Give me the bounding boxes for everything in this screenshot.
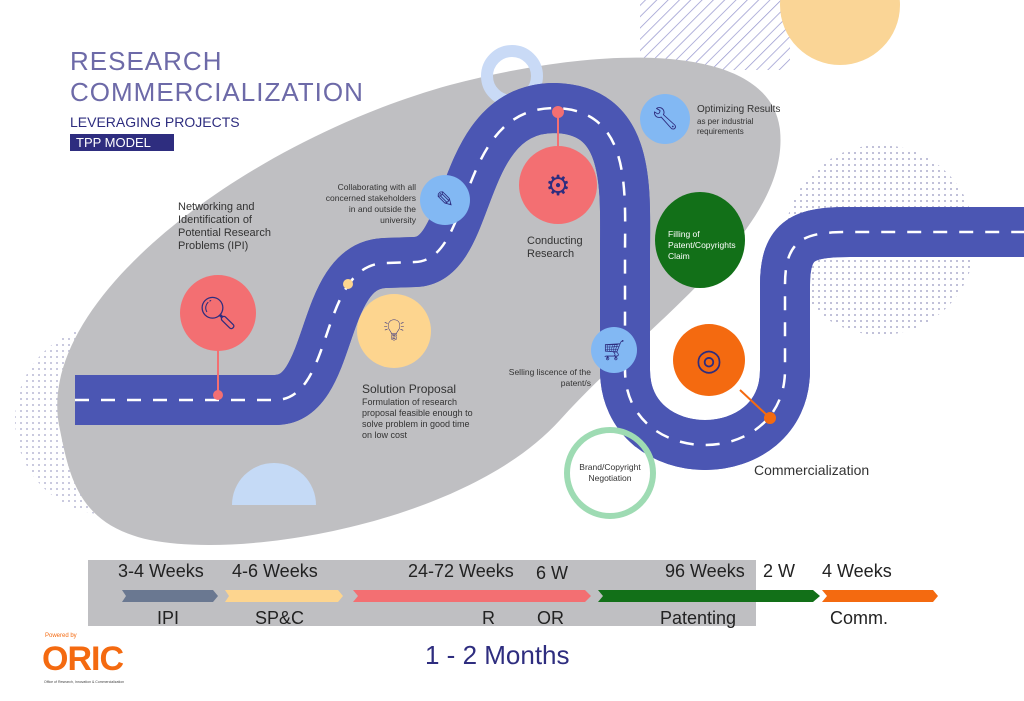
arrow-spc [225,590,343,602]
optimizing-desc: as per industrial requirements [697,117,754,136]
phase-ipi: IPI [157,608,180,628]
search-step-circle: 🔍︎ [180,275,256,351]
patent-label: Filling of Patent/Copyrights Claim [668,229,736,261]
phase-or: OR [537,608,564,628]
optimize-step-circle: 🔧︎ [640,94,690,144]
solution-title: Solution Proposal [362,382,457,396]
oric-subtitle: Office of Research, Innovation & Commerc… [44,680,125,684]
solution-desc: Formulation of research proposal feasibl… [362,397,473,440]
arrow-research [353,590,591,602]
idea-step-circle: 💡︎ [357,294,431,368]
duration-patenting: 96 Weeks [665,561,745,581]
ipi-label: Networking and Identification of Potenti… [178,201,271,252]
research-label: Conducting Research [527,235,583,260]
lightbulb-icon: 💡︎ [383,314,405,347]
road-dashes [75,106,1024,447]
phase-r: R [482,608,495,628]
brand-label: Brand/Copyright Negotiation [579,462,641,483]
duration-comm: 4 Weeks [822,561,892,581]
patent-step-circle [655,192,745,288]
duration-or: 6 W [536,563,569,583]
phase-spc: SP&C [255,608,305,628]
collab-step-circle: ✎ [420,175,470,225]
tpp-badge: TPP MODEL [70,134,174,151]
title-line-2: COMMERCIALIZATION [70,77,364,107]
collab-label: Collaborating with all concerned stakeho… [325,182,416,225]
oric-logo: ORIC [42,640,124,678]
optimizing-title: Optimizing Results [697,104,781,115]
commercialization-label: Commercialization [754,462,870,478]
phase-patenting: Patenting [660,608,737,628]
title-line-1: RESEARCH [70,46,223,76]
arrow-patenting [598,590,820,602]
half-circle-decoration [232,463,316,505]
total-duration: 1 - 2 Months [425,640,570,670]
duration-2w: 2 W [763,561,796,581]
cart-icon: 🛒︎ [601,339,627,362]
wrench-icon: 🔧︎ [651,106,679,131]
arrow-comm [822,590,938,602]
magnifier-icon: 🔍︎ [197,295,239,331]
arrow-ipi [122,590,218,602]
research-step-circle: ⚙ [519,146,597,224]
yellow-sun-decoration [780,0,900,65]
subtitle: LEVERAGING PROJECTS [70,114,240,130]
powered-by: Powered by [45,633,77,639]
target-icon: ◎ [695,343,723,377]
cloud-gears-icon: ⚙ [545,169,571,201]
duration-research: 24-72 Weeks [408,561,514,581]
duration-ipi: 3-4 Weeks [118,561,204,581]
selling-label: Selling liscence of the patent/s [508,367,591,388]
duration-spc: 4-6 Weeks [232,561,318,581]
hatch-decoration [640,0,790,70]
target-step-circle: ◎ [673,324,745,396]
brand-step-circle [564,427,656,519]
phase-comm: Comm. [830,608,888,628]
pencil-icon: ✎ [435,187,455,212]
selling-step-circle: 🛒︎ [591,327,637,373]
